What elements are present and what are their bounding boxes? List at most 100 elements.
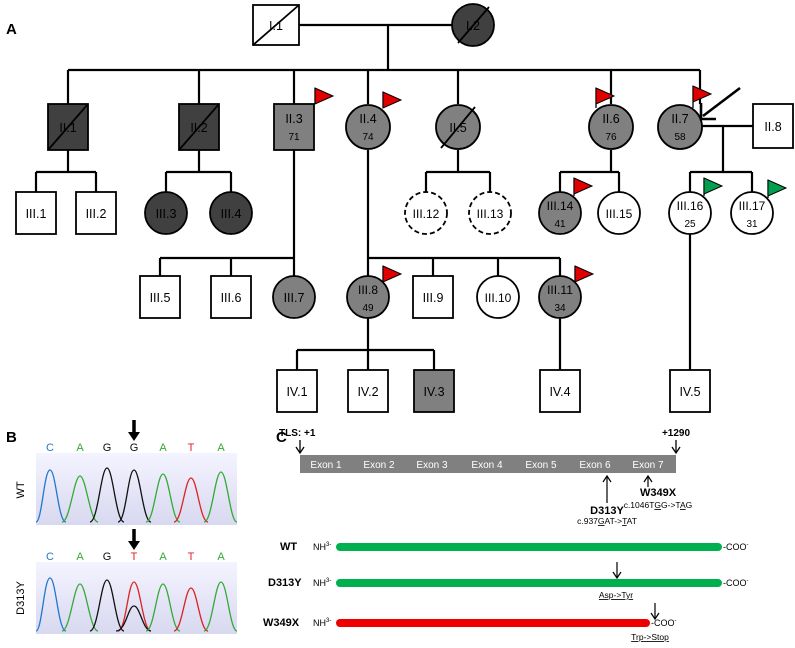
pedigree-iii14: III.14 41: [538, 191, 582, 235]
nterm-sup: 3-: [326, 578, 331, 584]
cdna-pre: c.1046T: [624, 500, 655, 510]
base-letter: T: [188, 442, 195, 454]
down-arrow-icon: [671, 440, 681, 455]
red-flag-icon: [314, 87, 335, 105]
mutation-d313y-cdna: c.937GAT->TAT: [577, 516, 637, 526]
cdna-mid: G->T: [661, 500, 680, 510]
gene-end-label: +1290: [662, 428, 691, 439]
panel-b-label: B: [6, 429, 17, 446]
pedigree-iii6-label: III.6: [221, 291, 242, 305]
exon-label: Exon 1: [310, 460, 342, 471]
nterm-text: NH: [313, 578, 326, 588]
pedigree-ii7-age: 58: [674, 132, 686, 143]
pedigree-iv1: IV.1: [276, 369, 318, 413]
cdna-alt: T: [622, 516, 627, 526]
protein-w349x: W349X NH3- -COO- Trp->Stop: [263, 603, 677, 642]
panel-a-label: A: [6, 21, 17, 38]
pedigree-iii17: III.17 31: [730, 191, 774, 235]
pedigree-ii4-label: II.4: [359, 112, 376, 126]
cdna-ref: G: [654, 500, 661, 510]
protein-d313y: D313Y NH3- -COO- Asp->Tyr: [268, 562, 749, 600]
pedigree-iii7: III.7: [272, 275, 316, 319]
pedigree-iv1-label: IV.1: [286, 385, 307, 399]
cterm-text: -COO: [723, 578, 747, 588]
red-flag-icon: [595, 87, 616, 108]
base-letter: A: [217, 551, 225, 563]
cdna-ref: G: [598, 516, 605, 526]
pedigree-ii8: II.8: [752, 103, 794, 149]
base-letter: C: [46, 442, 54, 454]
mutation-d313y-name: D313Y: [590, 505, 624, 517]
protein-w349x-change: Trp->Stop: [631, 632, 669, 642]
pedigree-iii17-label: III.17: [739, 199, 766, 213]
pedigree-iii1: III.1: [15, 191, 57, 235]
protein-wt: WT NH3- -COO-: [280, 541, 749, 553]
pedigree-iii8-label: III.8: [358, 283, 378, 297]
pedigree-iii17-age: 31: [746, 219, 758, 230]
green-flag-icon: [767, 179, 788, 198]
pedigree-i1-label: I.1: [269, 19, 283, 33]
pedigree-iii13-label: III.13: [477, 207, 504, 221]
protein-wt-label: WT: [280, 541, 297, 553]
exon-label: Exon 2: [363, 460, 395, 471]
base-letter: G: [103, 442, 112, 454]
pedigree-iii2: III.2: [75, 191, 117, 235]
mutation-w349x-name: W349X: [640, 487, 677, 499]
red-flag-icon: [574, 265, 595, 283]
pedigree-iii11-label: III.11: [547, 283, 573, 297]
protein-wt-cterm: -COO-: [723, 542, 749, 552]
pedigree-iii9-label: III.9: [423, 291, 444, 305]
red-flag-icon: [573, 177, 594, 196]
protein-d313y-bar: [336, 579, 722, 587]
protein-wt-nterm: NH3-: [313, 542, 331, 552]
pedigree-ii3-age: 71: [288, 132, 300, 143]
pedigree-iv4-label: IV.4: [549, 385, 570, 399]
base-letter: A: [217, 442, 225, 454]
chromatogram-wt-traces: [35, 467, 238, 523]
pedigree-iii6: III.6: [210, 275, 252, 319]
pedigree-ii2: II.2: [178, 103, 220, 151]
pedigree-iii1-label: III.1: [26, 207, 47, 221]
nterm-text: NH: [313, 618, 326, 628]
protein-w349x-label: W349X: [263, 617, 300, 629]
down-arrow-icon: [295, 440, 305, 455]
chromatogram-wt: WT C A G G A T A: [15, 420, 238, 525]
down-arrow-icon: [128, 420, 140, 441]
base-letter: A: [159, 551, 167, 563]
up-arrow-icon: [643, 474, 653, 487]
base-letter: T: [131, 551, 138, 563]
pedigree-ii7-label: II.7: [671, 112, 688, 126]
exon-label: Exon 6: [579, 460, 611, 471]
down-arrow-icon: [650, 603, 660, 621]
pedigree: [34, 23, 754, 370]
pedigree-iii12: III.12: [404, 191, 448, 235]
protein-w349x-cterm: -COO-: [651, 618, 677, 628]
exon-label: Exon 7: [632, 460, 664, 471]
pedigree-iii12-label: III.12: [413, 207, 440, 221]
protein-wt-bar: [336, 543, 722, 551]
cdna-pre: c.937: [577, 516, 598, 526]
pedigree-iii5-label: III.5: [150, 291, 171, 305]
cterm-text: -COO: [651, 618, 675, 628]
exon-label: Exon 3: [416, 460, 448, 471]
chromatogram-wt-label: WT: [15, 481, 27, 498]
cterm-sup: -: [747, 578, 749, 584]
cterm-text: -COO: [723, 542, 747, 552]
pedigree-ii1: II.1: [47, 103, 89, 151]
pedigree-iii15: III.15: [597, 191, 641, 235]
protein-d313y-nterm: NH3-: [313, 578, 331, 588]
protein-d313y-label: D313Y: [268, 577, 302, 589]
pedigree-ii5: II.5: [435, 104, 481, 150]
pedigree-iii5: III.5: [139, 275, 181, 319]
chromatogram-d313y-traces: [35, 577, 238, 632]
pedigree-iv2: IV.2: [347, 369, 389, 413]
pedigree-ii3-label: II.3: [285, 112, 302, 126]
base-letter: G: [103, 551, 112, 563]
cterm-sup: -: [747, 542, 749, 548]
red-flag-icon: [382, 265, 403, 283]
pedigree-ii6-label: II.6: [602, 112, 619, 126]
nterm-sup: 3-: [326, 618, 331, 624]
base-letter: G: [130, 442, 139, 454]
pedigree-iv5: IV.5: [669, 369, 711, 413]
pedigree-ii6-age: 76: [605, 132, 617, 143]
